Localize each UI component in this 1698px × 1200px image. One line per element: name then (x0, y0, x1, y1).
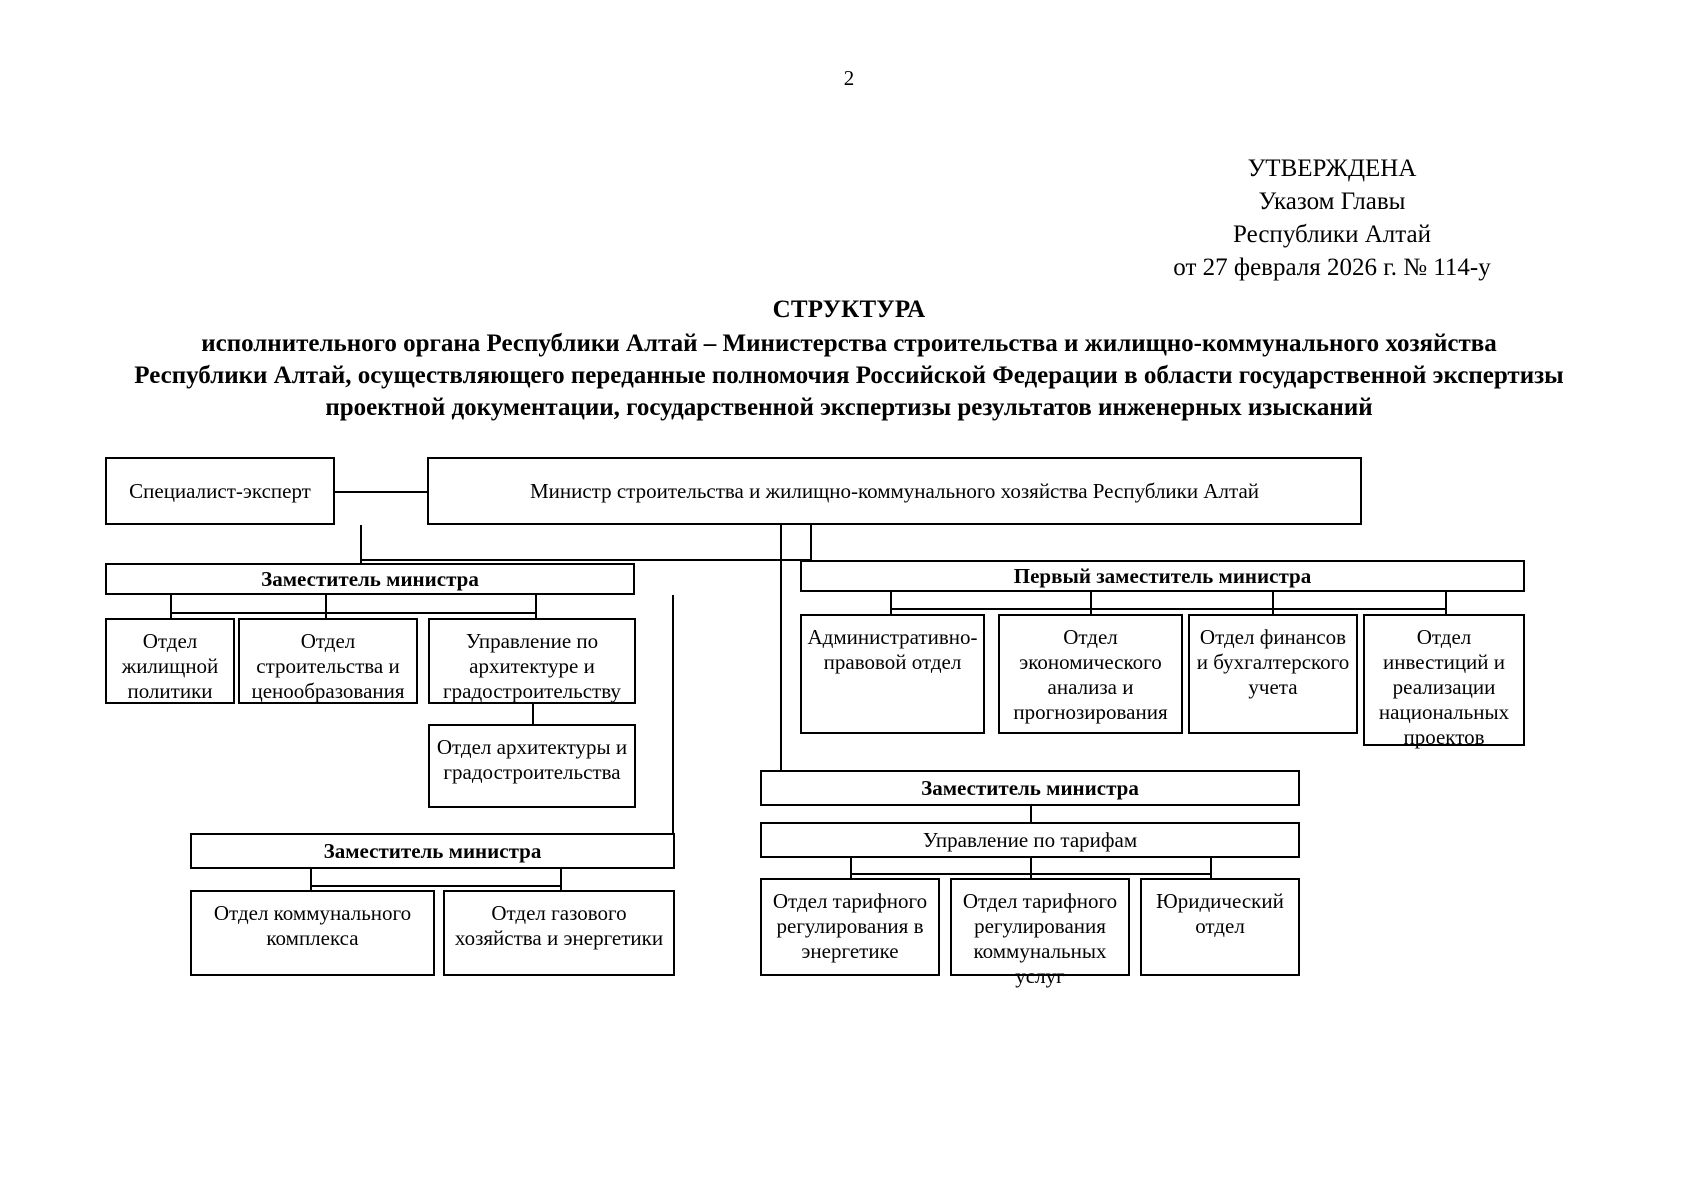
connector-tariff-child-3 (1210, 858, 1212, 873)
connector-minister-trunk (360, 525, 362, 559)
connector-tariff-child-3-down (1210, 873, 1212, 878)
node-construction-pricing-department: Отдел строительства и ценообразования (238, 618, 418, 704)
connector-tariff-child-1 (850, 858, 852, 873)
node-architecture-urban-planning-directorate: Управление по архитектуре и градостроите… (428, 618, 636, 704)
approval-block: УТВЕРЖДЕНА Указом Главы Республики Алтай… (1112, 152, 1552, 284)
node-architecture-urban-planning-department: Отдел архитектуры и градостроительства (428, 724, 636, 808)
connector-specialist-minister (335, 491, 427, 493)
connector-communal-child-2-down (560, 885, 562, 890)
node-tariff-regulation-communal-services-department: Отдел тарифного регулирования коммунальн… (950, 878, 1130, 988)
title-line-1: исполнительного органа Республики Алтай … (201, 330, 1497, 357)
connector-left-child-2-down (325, 612, 327, 618)
node-gas-economy-energy-department: Отдел газового хозяйства и энергетики (443, 890, 675, 976)
connector-fd-child-2-down (1090, 608, 1092, 614)
node-communal-complex-department: Отдел коммунального комплекса (190, 890, 435, 976)
node-administrative-legal-department: Административно-правовой отдел (800, 614, 985, 734)
connector-left-child-2 (325, 595, 327, 612)
connector-communal-children-bus (310, 885, 560, 887)
connector-communal-child-1-down (310, 885, 312, 890)
node-tariff-directorate: Управление по тарифам (760, 822, 1300, 858)
node-deputy-minister-communal: Заместитель министра (190, 833, 675, 869)
node-housing-policy-department: Отдел жилищной политики (105, 618, 235, 704)
connector-left-child-3-down (535, 612, 537, 618)
connector-fd-child-3-down (1272, 608, 1274, 614)
connector-tariff-child-2 (1030, 858, 1032, 873)
connector-tariff-deputy-to-directorate (1030, 806, 1032, 822)
approval-line-1: УТВЕРЖДЕНА (1247, 155, 1417, 182)
approval-line-4: от 27 февраля 2026 г. № 114-у (1173, 254, 1491, 281)
connector-left-deputy-bus (170, 612, 535, 614)
node-deputy-minister-tariffs: Заместитель министра (760, 770, 1300, 806)
approval-line-2: Указом Главы (1258, 188, 1406, 215)
node-legal-department: Юридический отдел (1140, 878, 1300, 976)
node-tariff-regulation-energy-department: Отдел тарифного регулирования в энергети… (760, 878, 940, 976)
node-finance-accounting-department: Отдел финансов и бухгалтерского учета (1188, 614, 1358, 734)
connector-communal-child-1 (310, 869, 312, 885)
connector-fd-child-4-down (1445, 608, 1447, 614)
connector-minister-bus (360, 559, 810, 561)
connector-tariff-child-2-down (1030, 873, 1032, 878)
connector-fd-child-4 (1445, 592, 1447, 608)
connector-minister-bus-right (810, 525, 812, 559)
page-number: 2 (843, 66, 855, 90)
connector-first-deputy-children-bus (890, 608, 1445, 610)
node-first-deputy-minister: Первый заместитель министра (800, 560, 1525, 592)
connector-fd-child-1 (890, 592, 892, 608)
connector-tariff-child-1-down (850, 873, 852, 878)
approval-line-3: Республики Алтай (1233, 221, 1431, 248)
node-investments-national-projects-department: Отдел инвестиций и реализации национальн… (1363, 614, 1525, 749)
connector-minister-to-tariff-deputy (780, 525, 782, 770)
node-economic-analysis-forecasting-department: Отдел экономического анализа и прогнозир… (998, 614, 1183, 734)
connector-fd-child-2 (1090, 592, 1092, 608)
title-line-2: Республики Алтай, осуществляющего переда… (134, 362, 1564, 389)
connector-communal-child-2 (560, 869, 562, 885)
title-kicker: СТРУКТУРА (772, 296, 926, 323)
connector-left-deputy-drop (360, 559, 362, 563)
node-specialist-expert: Специалист-эксперт (105, 457, 335, 525)
connector-left-child-3 (535, 595, 537, 612)
node-minister: Министр строительства и жилищно-коммунал… (427, 457, 1362, 525)
connector-fd-child-1-down (890, 608, 892, 614)
connector-left-child-1-down (170, 612, 172, 618)
connector-left-to-communal-deputy (672, 595, 674, 849)
document-title: СТРУКТУРА исполнительного органа Республ… (0, 296, 1698, 424)
title-line-3: проектной документации, государственной … (325, 394, 1373, 421)
connector-fd-child-3 (1272, 592, 1274, 608)
connector-architecture-sub (532, 704, 534, 724)
node-deputy-minister-left: Заместитель министра (105, 563, 635, 595)
connector-left-child-1 (170, 595, 172, 612)
